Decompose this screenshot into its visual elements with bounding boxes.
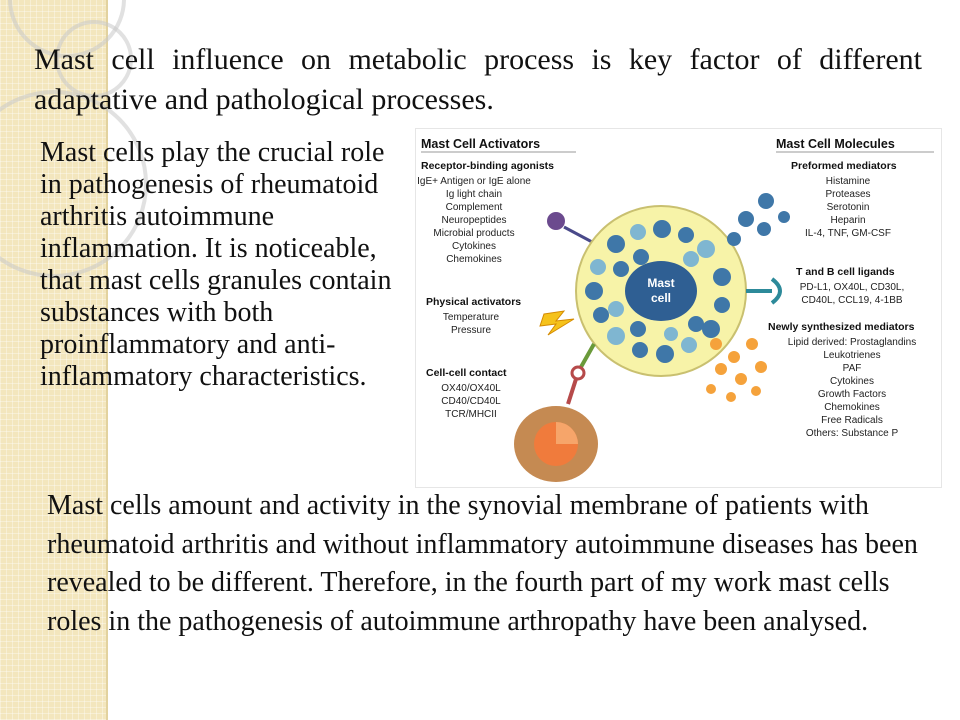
svg-text:OX40/OX40L: OX40/OX40L xyxy=(441,383,501,394)
receptor-list: Receptor-binding agonists IgE+ Antigen o… xyxy=(417,160,554,265)
svg-text:Free Radicals: Free Radicals xyxy=(821,415,883,426)
preformed-list: Preformed mediators Histamine Proteases … xyxy=(791,160,897,239)
svg-text:PD-L1, OX40L, CD30L,: PD-L1, OX40L, CD30L, xyxy=(800,282,905,293)
svg-text:Proteases: Proteases xyxy=(825,189,870,200)
mast-cell-diagram: Mast Cell Activators Mast Cell Molecules… xyxy=(417,137,934,482)
svg-text:IL-4, TNF, GM-CSF: IL-4, TNF, GM-CSF xyxy=(805,228,891,239)
svg-text:Preformed mediators: Preformed mediators xyxy=(791,160,897,172)
contacting-cell-icon xyxy=(514,406,598,482)
released-granules-icon xyxy=(727,193,790,246)
receptor-ligand-icon xyxy=(547,212,565,230)
ligands-list: T and B cell ligands PD-L1, OX40L, CD30L… xyxy=(796,266,904,306)
contact-connector-icon xyxy=(566,343,596,405)
granules-icon xyxy=(585,220,731,363)
svg-text:Newly synthesized mediators: Newly synthesized mediators xyxy=(768,321,915,333)
left-paragraph: Mast cells play the crucial role in path… xyxy=(40,137,392,392)
receptor-stalk xyxy=(563,225,595,245)
cell-label: cell xyxy=(651,291,671,305)
svg-text:Chemokines: Chemokines xyxy=(824,402,880,413)
svg-text:Complement: Complement xyxy=(446,202,503,213)
svg-text:Temperature: Temperature xyxy=(443,312,500,323)
svg-text:Growth Factors: Growth Factors xyxy=(818,389,886,400)
molecules-heading: Mast Cell Molecules xyxy=(776,137,895,151)
svg-text:Ig light chain: Ig light chain xyxy=(446,189,502,200)
cell-label: Mast xyxy=(647,276,674,290)
svg-text:Receptor-binding agonists: Receptor-binding agonists xyxy=(421,160,554,172)
svg-text:CD40/CD40L: CD40/CD40L xyxy=(441,396,501,407)
svg-text:IgE+ Antigen or IgE alone: IgE+ Antigen or IgE alone xyxy=(417,176,531,187)
svg-text:Lipid derived: Prostaglandins: Lipid derived: Prostaglandins xyxy=(788,337,916,348)
slide-title: Mast cell influence on metabolic process… xyxy=(34,43,922,116)
decorative-ring xyxy=(55,20,133,98)
svg-text:Microbial products: Microbial products xyxy=(433,228,514,239)
svg-text:TCR/MHCII: TCR/MHCII xyxy=(445,409,497,420)
physical-list: Physical activators Temperature Pressure xyxy=(426,296,521,336)
svg-text:Leukotrienes: Leukotrienes xyxy=(823,350,880,361)
svg-text:Neuropeptides: Neuropeptides xyxy=(441,215,506,226)
svg-text:Others: Substance P: Others: Substance P xyxy=(806,428,899,439)
svg-text:CD40L, CCL19, 4-1BB: CD40L, CCL19, 4-1BB xyxy=(801,295,902,306)
lightning-icon xyxy=(539,310,575,336)
synthesized-mediators-icon xyxy=(706,338,767,402)
svg-text:Histamine: Histamine xyxy=(826,176,871,187)
svg-text:PAF: PAF xyxy=(843,363,862,374)
svg-text:Physical activators: Physical activators xyxy=(426,296,521,308)
svg-text:Serotonin: Serotonin xyxy=(827,202,870,213)
svg-text:T and B cell ligands: T and B cell ligands xyxy=(796,266,895,278)
mast-cell-figure: Mast Cell Activators Mast Cell Molecules… xyxy=(415,128,942,488)
ligand-receptor-icon xyxy=(746,277,782,305)
svg-text:Pressure: Pressure xyxy=(451,325,491,336)
contact-list: Cell-cell contact OX40/OX40L CD40/CD40L … xyxy=(426,367,507,420)
svg-text:Cytokines: Cytokines xyxy=(452,241,496,252)
svg-text:Chemokines: Chemokines xyxy=(446,254,502,265)
svg-text:Cell-cell contact: Cell-cell contact xyxy=(426,367,507,379)
svg-text:Cytokines: Cytokines xyxy=(830,376,874,387)
svg-text:Heparin: Heparin xyxy=(830,215,865,226)
synthesized-list: Newly synthesized mediators Lipid derive… xyxy=(768,321,916,439)
bottom-paragraph: Mast cells amount and activity in the sy… xyxy=(47,490,918,637)
mast-cell-nucleus-icon xyxy=(625,261,697,321)
activators-heading: Mast Cell Activators xyxy=(421,137,540,151)
